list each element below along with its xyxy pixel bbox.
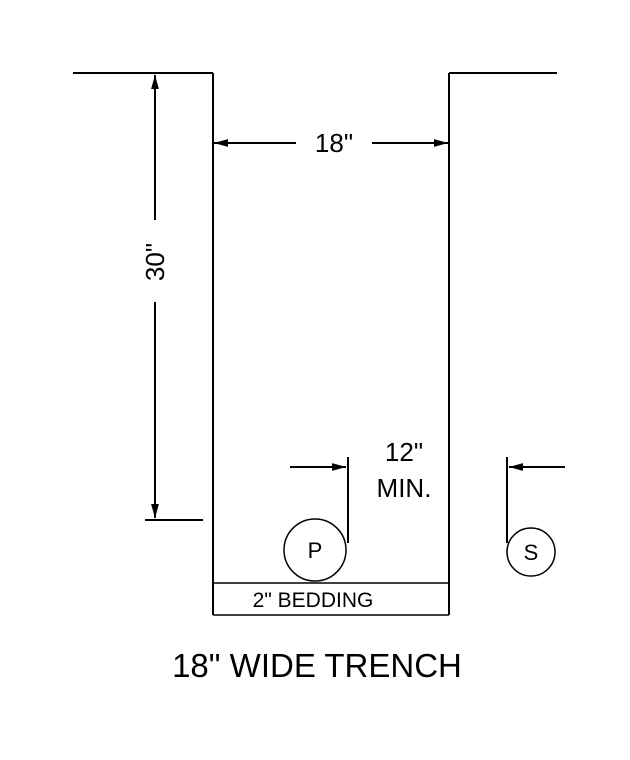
primary-pipe-circle <box>283 518 347 582</box>
drawing-title: 18" WIDE TRENCH <box>172 647 462 684</box>
depth-dimension-label: 30" <box>140 243 170 281</box>
secondary-pipe-label: S <box>524 540 539 565</box>
clearance-label-line1: 12" <box>385 437 423 467</box>
width-dimension-label: 18" <box>315 128 353 158</box>
primary-pipe-label: P <box>308 538 323 563</box>
bedding-label: 2" BEDDING <box>253 589 374 612</box>
secondary-pipe-circle <box>506 527 556 577</box>
clearance-label-line2: MIN. <box>377 473 432 503</box>
